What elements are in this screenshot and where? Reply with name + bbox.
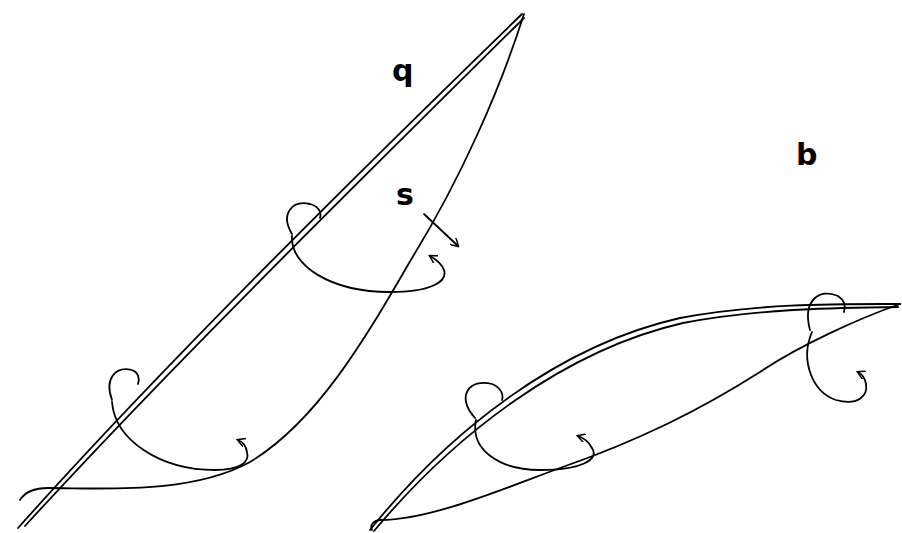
leader-arrow — [424, 214, 458, 246]
leaf-edge — [25, 18, 524, 526]
rotation-arrow — [475, 420, 594, 470]
leaf-outline — [20, 14, 524, 500]
part-label: s — [396, 180, 414, 210]
figure-label: q — [392, 56, 413, 86]
rotation-arrow — [292, 236, 445, 292]
leaf-edge — [370, 304, 900, 530]
leaf-edge — [374, 307, 898, 531]
rotation-loop — [287, 203, 320, 234]
rotation-arrow — [112, 402, 248, 470]
rotation-loop — [466, 383, 503, 418]
rotation-loop — [808, 294, 845, 330]
rotation-arrow — [807, 332, 866, 402]
leaf-outline — [371, 304, 900, 530]
figure-label: b — [796, 140, 817, 170]
rotation-loop — [109, 369, 138, 400]
